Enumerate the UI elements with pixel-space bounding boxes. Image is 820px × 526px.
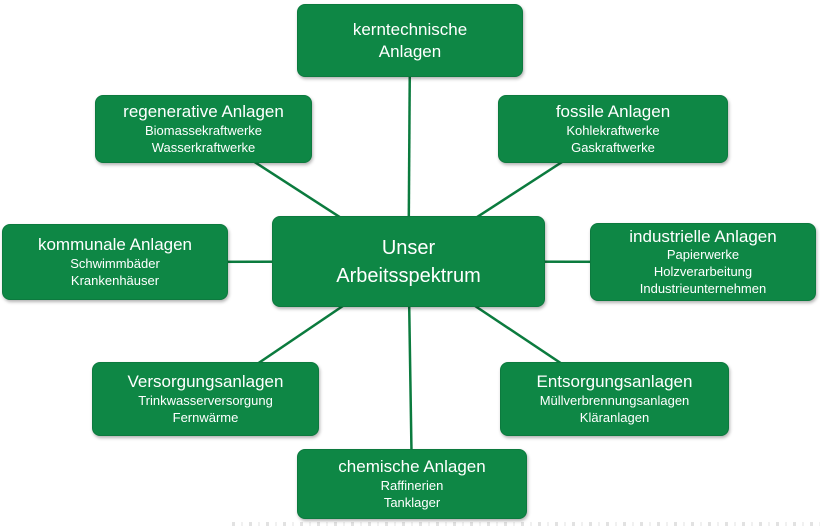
node-subtitle: Raffinerien: [380, 477, 444, 493]
cutoff-content-smudge: [232, 522, 820, 526]
node-title: Versorgungsanlagen: [127, 372, 284, 392]
node-subtitle: Gaskraftwerke: [571, 139, 655, 155]
diagram-node-industrielle-anlagen: industrielle Anlagen Papierwerke Holzver…: [590, 223, 816, 301]
node-subtitle: Holzverarbeitung: [653, 264, 753, 280]
node-subtitle: Industrieunternehmen: [639, 281, 767, 297]
node-title: Entsorgungsanlagen: [536, 372, 693, 392]
node-subtitle: Biomassekraftwerke: [144, 122, 263, 138]
node-subtitle: Fernwärme: [172, 409, 239, 425]
node-title: industrielle Anlagen: [629, 227, 777, 247]
diagram-node-kerntechnische-anlagen: kerntechnische Anlagen: [297, 4, 523, 77]
node-title: fossile Anlagen: [555, 102, 671, 122]
diagram-node-center-arbeitsspektrum: Unser Arbeitsspektrum: [272, 216, 545, 307]
node-subtitle: Kläranlagen: [579, 409, 650, 425]
node-title: kommunale Anlagen: [37, 235, 193, 255]
node-subtitle: Trinkwasserversorgung: [138, 392, 273, 408]
diagram-node-fossile-anlagen: fossile Anlagen Kohlekraftwerke Gaskraft…: [498, 95, 728, 163]
diagram-node-versorgungsanlagen: Versorgungsanlagen Trinkwasserversorgung…: [92, 362, 319, 436]
node-title: regenerative Anlagen: [123, 102, 284, 122]
node-title: chemische Anlagen: [338, 457, 486, 477]
node-subtitle: Wasserkraftwerke: [151, 139, 256, 155]
diagram-node-entsorgungsanlagen: Entsorgungsanlagen Müllverbrennungsanlag…: [500, 362, 729, 436]
center-title: Unser Arbeitsspektrum: [336, 236, 481, 287]
node-subtitle: Schwimmbäder: [70, 255, 160, 271]
node-subtitle: Tanklager: [383, 494, 441, 510]
diagram-node-kommunale-anlagen: kommunale Anlagen Schwimmbäder Krankenhä…: [2, 224, 228, 300]
diagram-node-chemische-anlagen: chemische Anlagen Raffinerien Tanklager: [297, 449, 527, 519]
node-title: kerntechnische Anlagen: [352, 20, 468, 61]
node-subtitle: Krankenhäuser: [70, 272, 160, 288]
diagram-node-regenerative-anlagen: regenerative Anlagen Biomassekraftwerke …: [95, 95, 312, 163]
node-subtitle: Kohlekraftwerke: [566, 122, 660, 138]
node-subtitle: Papierwerke: [666, 247, 740, 263]
node-subtitle: Müllverbrennungsanlagen: [539, 392, 690, 408]
